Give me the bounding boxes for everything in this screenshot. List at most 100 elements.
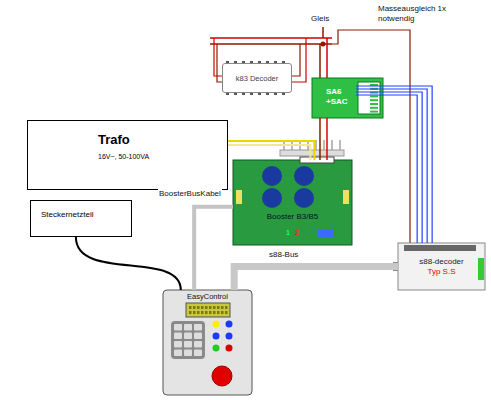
control-unit-body-part-part bbox=[217, 306, 220, 309]
track-part bbox=[210, 37, 332, 39]
control-unit-body-part-part bbox=[193, 306, 196, 309]
node-title: Trafo bbox=[98, 132, 227, 148]
control-unit-body-part-part bbox=[209, 311, 212, 314]
wire bbox=[76, 237, 181, 290]
s88-body-part bbox=[478, 258, 484, 280]
node-title: EasyControl bbox=[163, 292, 252, 302]
node-subtitle: Typ S.S bbox=[402, 267, 481, 277]
control-unit-body-part-part bbox=[174, 324, 182, 331]
control-unit-body-part-part bbox=[184, 341, 192, 348]
s88-body bbox=[393, 243, 485, 290]
wire-connector bbox=[356, 86, 432, 243]
control-unit-body-part-part bbox=[201, 311, 204, 314]
wire-connector bbox=[234, 267, 398, 291]
led-number: 2 bbox=[295, 228, 299, 238]
wire-connector bbox=[320, 118, 327, 160]
sa6-board-part bbox=[358, 82, 380, 114]
control-unit-body-part-part bbox=[205, 306, 208, 309]
wire bbox=[326, 118, 328, 160]
booster-board-part-part bbox=[339, 140, 341, 150]
control-unit-body-part bbox=[163, 290, 252, 395]
track-feed bbox=[320, 38, 327, 78]
control-unit-body-part-part bbox=[194, 341, 202, 348]
control-unit-body-part-part bbox=[184, 350, 192, 357]
feedback-module: SA6 +SAC bbox=[312, 78, 356, 118]
k83-wires-part bbox=[292, 44, 300, 76]
wire-connector bbox=[194, 207, 233, 290]
wire bbox=[356, 89, 427, 243]
control-unit-body-part-part bbox=[189, 306, 192, 309]
booster-board-part bbox=[233, 160, 352, 245]
control-unit-body-part-part bbox=[193, 311, 196, 314]
control-unit-body-part bbox=[226, 321, 233, 328]
control-unit-body-part bbox=[189, 306, 228, 314]
control-unit-body-part-part bbox=[197, 306, 200, 309]
control-unit-body-part-part bbox=[184, 333, 192, 340]
control-unit-body-part bbox=[213, 333, 220, 340]
control-unit-body-part bbox=[171, 321, 205, 359]
node-title: Booster B3/B5 bbox=[233, 212, 352, 222]
wire bbox=[319, 118, 321, 160]
wire bbox=[356, 86, 432, 243]
booster-board-part bbox=[280, 150, 344, 156]
s88-body-part bbox=[404, 245, 476, 251]
wire bbox=[234, 267, 398, 291]
track bbox=[210, 27, 332, 47]
track-part bbox=[321, 42, 326, 47]
control-unit-body-part-part bbox=[213, 311, 216, 314]
booster-board bbox=[233, 140, 352, 245]
k83-wires-part bbox=[214, 38, 222, 76]
booster-board-part-part bbox=[331, 140, 333, 150]
booster-board-part bbox=[262, 188, 282, 208]
control-unit-body-part-part bbox=[194, 333, 202, 340]
control-unit-body-part bbox=[186, 303, 230, 317]
track-feed-part bbox=[326, 38, 328, 78]
sa6-board-part-part bbox=[370, 103, 378, 105]
transformer-box: Trafo16V~, 50-100VA bbox=[27, 120, 228, 190]
booster-board-part bbox=[300, 157, 334, 163]
control-unit-body-part-part bbox=[205, 311, 208, 314]
control-unit: EasyControl bbox=[163, 290, 252, 395]
sa6-board-part-part bbox=[370, 111, 378, 113]
control-unit-body-part-part bbox=[194, 324, 202, 331]
wire-connector bbox=[228, 141, 314, 160]
track-feed-part bbox=[319, 44, 321, 78]
track-part bbox=[210, 43, 332, 45]
booster-board-part bbox=[236, 190, 242, 204]
s88-body-part bbox=[398, 243, 485, 290]
booster-board-part bbox=[294, 188, 314, 208]
wire bbox=[356, 92, 422, 243]
control-unit-body-part-part bbox=[221, 306, 224, 309]
control-unit-body-part bbox=[174, 324, 202, 356]
wire bbox=[228, 141, 314, 160]
wire bbox=[356, 95, 417, 243]
sa6-board-part-part bbox=[370, 99, 378, 101]
node-title: SA6 +SAC bbox=[326, 87, 356, 107]
track-label: Gleis bbox=[311, 14, 329, 24]
sa6-board bbox=[312, 78, 383, 118]
control-unit-body-part-part bbox=[213, 306, 216, 309]
node-title: k83 Decoder bbox=[236, 74, 279, 83]
cable-label: BoosterBusKabel bbox=[158, 189, 222, 199]
booster-board: Booster B3/B5 bbox=[233, 160, 352, 245]
booster-board-part bbox=[294, 166, 314, 186]
k83-wires-part bbox=[292, 38, 306, 82]
wire bbox=[228, 145, 310, 160]
control-unit-body-part bbox=[226, 333, 233, 340]
control-unit-body bbox=[163, 290, 252, 395]
track-part bbox=[322, 27, 324, 38]
sa6-board-part-part bbox=[370, 95, 378, 97]
led-number: 1 bbox=[286, 228, 290, 238]
control-unit-body-part-part bbox=[201, 306, 204, 309]
control-unit-body-part-part bbox=[225, 311, 228, 314]
control-unit-body-part-part bbox=[194, 350, 202, 357]
sa6-board-part bbox=[370, 84, 378, 113]
wire bbox=[194, 207, 233, 290]
control-unit-body-part-part bbox=[217, 311, 220, 314]
booster-board-part bbox=[318, 229, 334, 237]
node-title: Steckernetzteil bbox=[41, 210, 131, 220]
sa6-board-part-part bbox=[370, 107, 378, 109]
power-supply-box: Steckernetzteil bbox=[30, 200, 132, 237]
cable-label: s88-Bus bbox=[268, 250, 299, 260]
